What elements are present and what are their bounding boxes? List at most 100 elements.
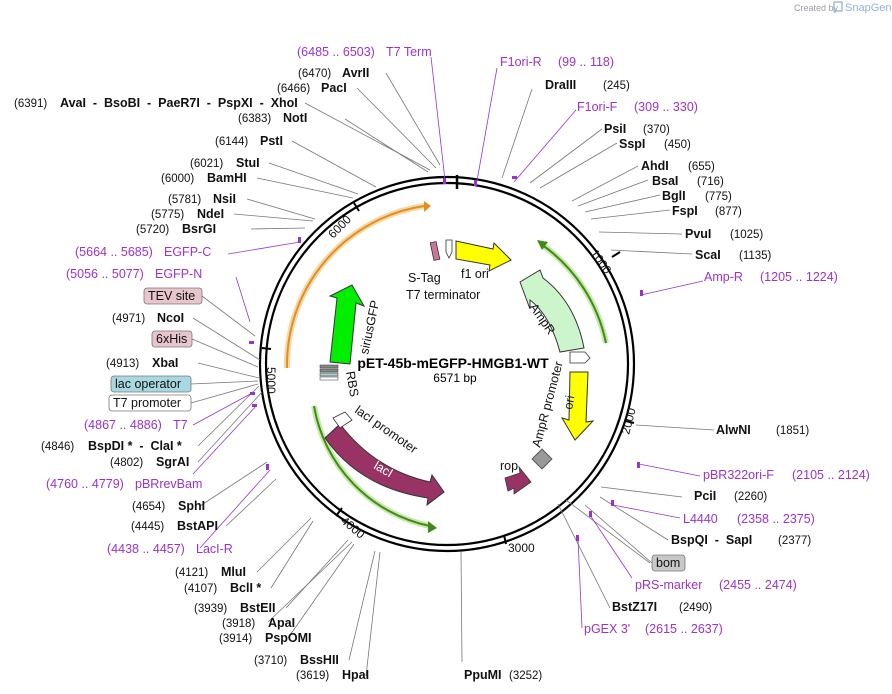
enzyme-pos-bsrgi: (5720): [136, 224, 169, 236]
t7-promoter-label: T7 promoter: [113, 396, 181, 410]
enzyme-ndei[interactable]: NdeI: [197, 207, 224, 221]
enzyme-pos-apai: (3918): [222, 618, 255, 630]
orf-arc-ampr-arrowhead: [537, 240, 548, 250]
primer-range-l4440: (2358 .. 2375): [737, 512, 815, 526]
enzyme-sphi[interactable]: SphI: [178, 499, 205, 513]
enzyme-mlui[interactable]: MluI: [221, 565, 246, 579]
primer-range-egfp-c: (5664 .. 5685): [75, 245, 153, 259]
enzyme-pos-bspdi: (4846): [41, 441, 74, 453]
ori-feature[interactable]: [560, 371, 595, 441]
plasmid-name: pET-45b-mEGFP-HMGB1-WT: [357, 355, 549, 371]
enzyme-pcii[interactable]: PciI: [694, 489, 716, 503]
enzyme-pos-bspqi: (2377): [778, 535, 811, 547]
plasmid-size: 6571 bp: [433, 371, 477, 385]
enzyme-bstz17i[interactable]: BstZ17I: [612, 600, 657, 614]
enzyme-ncoi[interactable]: NcoI: [157, 311, 184, 325]
rop-marker[interactable]: [531, 448, 553, 470]
enzyme-apai[interactable]: ApaI: [268, 616, 295, 630]
enzyme-bsshii[interactable]: BssHII: [300, 653, 339, 667]
tick-label-3000: 3000: [508, 541, 535, 555]
enzyme-bspqi-sapi[interactable]: BspQI - SapI: [671, 533, 752, 547]
brand-name: SnapGene: [845, 2, 892, 14]
enzyme-sspi[interactable]: SspI: [619, 137, 645, 151]
primer-range-f1ori-r: (99 .. 118): [558, 55, 614, 69]
enzyme-pos-sphi: (4654): [132, 501, 165, 513]
ampr-promoter-feature[interactable]: [569, 351, 591, 364]
enzyme-noti[interactable]: NotI: [283, 111, 307, 125]
laci-feature[interactable]: [324, 423, 445, 507]
enzyme-bgli[interactable]: BglI: [662, 189, 686, 203]
enzyme-ahdi[interactable]: AhdI: [641, 159, 669, 173]
primer-t7[interactable]: T7: [173, 418, 188, 432]
primer-f1ori-r[interactable]: F1ori-R: [500, 55, 542, 69]
enzyme-bcli[interactable]: BclI *: [230, 581, 261, 595]
primer-amp-r[interactable]: Amp-R: [704, 270, 743, 284]
primer-pbr322ori-f[interactable]: pBR322ori-F: [703, 468, 774, 482]
primer-egfp-c[interactable]: EGFP-C: [164, 245, 211, 259]
enzyme-alwni[interactable]: AlwNI: [716, 423, 751, 437]
enzyme-pos-draiii: (245): [603, 80, 630, 92]
primer-l4440[interactable]: L4440: [683, 512, 718, 526]
enzyme-avrii[interactable]: AvrII: [342, 66, 369, 80]
ampr-promoter-label: AmpR promoter: [529, 360, 565, 449]
primer-prs-marker[interactable]: pRS-marker: [635, 578, 702, 592]
enzyme-sgrai[interactable]: SgrAI: [156, 455, 189, 469]
sirius-gfp-feature[interactable]: [328, 284, 366, 365]
enzyme-pos-scai: (1135): [739, 250, 772, 262]
enzyme-pos-fspi: (877): [715, 206, 742, 218]
primer-range-amp-r: (1205 .. 1224): [760, 270, 838, 284]
enzyme-pos-ahdi: (655): [688, 161, 715, 173]
enzyme-paci[interactable]: PacI: [321, 81, 347, 95]
enzyme-ppumi[interactable]: PpuMI: [464, 668, 502, 682]
primer-pbrrevbam[interactable]: pBRrevBam: [135, 477, 202, 491]
enzyme-pspomi[interactable]: PspOMI: [265, 631, 312, 645]
enzyme-pos-bgli: (775): [705, 191, 732, 203]
primer-laci-r[interactable]: LacI-R: [196, 542, 233, 556]
primer-leader-lines: [192, 56, 704, 629]
primer-range-prs-marker: (2455 .. 2474): [719, 578, 797, 592]
orf-arc-arrowhead: [424, 201, 431, 212]
backbone-outer: [258, 175, 636, 553]
enzyme-pos-bcli: (4107): [184, 583, 217, 595]
ampr-feature[interactable]: [519, 269, 585, 353]
rbs-block[interactable]: [319, 364, 339, 381]
enzyme-bspdi-clai[interactable]: BspDI * - ClaI *: [88, 439, 182, 453]
laci-promoter-feature[interactable]: [332, 411, 353, 429]
snapgene-logo-icon: [833, 1, 843, 12]
enzyme-stui[interactable]: StuI: [236, 156, 260, 170]
tick-label-5000: 5000: [264, 367, 278, 394]
enzyme-draiii[interactable]: DraIII: [545, 78, 576, 92]
t7-terminator-feature[interactable]: [445, 239, 453, 259]
enzyme-fspi[interactable]: FspI: [672, 204, 698, 218]
primer-egfp-n[interactable]: EGFP-N: [155, 267, 202, 281]
enzyme-pos-stui: (6021): [190, 158, 223, 170]
enzyme-bamhi[interactable]: BamHI: [207, 171, 247, 185]
enzyme-psii[interactable]: PsiI: [604, 122, 626, 136]
enzyme-pvui[interactable]: PvuI: [685, 227, 711, 241]
enzyme-bstapi[interactable]: BstAPI: [177, 519, 218, 533]
rop-feature[interactable]: [504, 465, 532, 495]
enzyme-xbai[interactable]: XbaI: [152, 356, 178, 370]
enzyme-avai-group[interactable]: AvaI - BsoBI - PaeR7I - PspXI - XhoI: [60, 96, 298, 110]
enzyme-pos-nsii: (5781): [168, 194, 201, 206]
enzyme-bsai[interactable]: BsaI: [652, 174, 678, 188]
brand-prefix: Created by: [794, 3, 839, 13]
f1-ori-feature[interactable]: [455, 240, 512, 272]
primer-pgex-3[interactable]: pGEX 3': [584, 622, 630, 636]
enzyme-psti[interactable]: PstI: [260, 134, 283, 148]
primer-range-pgex-3: (2615 .. 2637): [645, 622, 723, 636]
enzyme-bsteii[interactable]: BstEII: [240, 601, 275, 615]
enzyme-pos-bsshii: (3710): [254, 655, 287, 667]
enzyme-scai[interactable]: ScaI: [695, 248, 721, 262]
enzyme-pos-bamhi: (6000): [161, 173, 194, 185]
enzyme-hpai[interactable]: HpaI: [342, 668, 369, 682]
primer-t7-term[interactable]: T7 Term: [386, 45, 432, 59]
enzyme-pos-noti: (6383): [238, 113, 271, 125]
enzyme-bsrgi[interactable]: BsrGI: [182, 222, 216, 236]
primer-f1ori-f[interactable]: F1ori-F: [577, 100, 618, 114]
enzyme-nsii[interactable]: NsiI: [213, 192, 236, 206]
s-tag-feature[interactable]: [429, 241, 441, 261]
enzyme-pos-sspi: (450): [664, 139, 691, 151]
enzyme-pos-pvui: (1025): [730, 229, 763, 241]
